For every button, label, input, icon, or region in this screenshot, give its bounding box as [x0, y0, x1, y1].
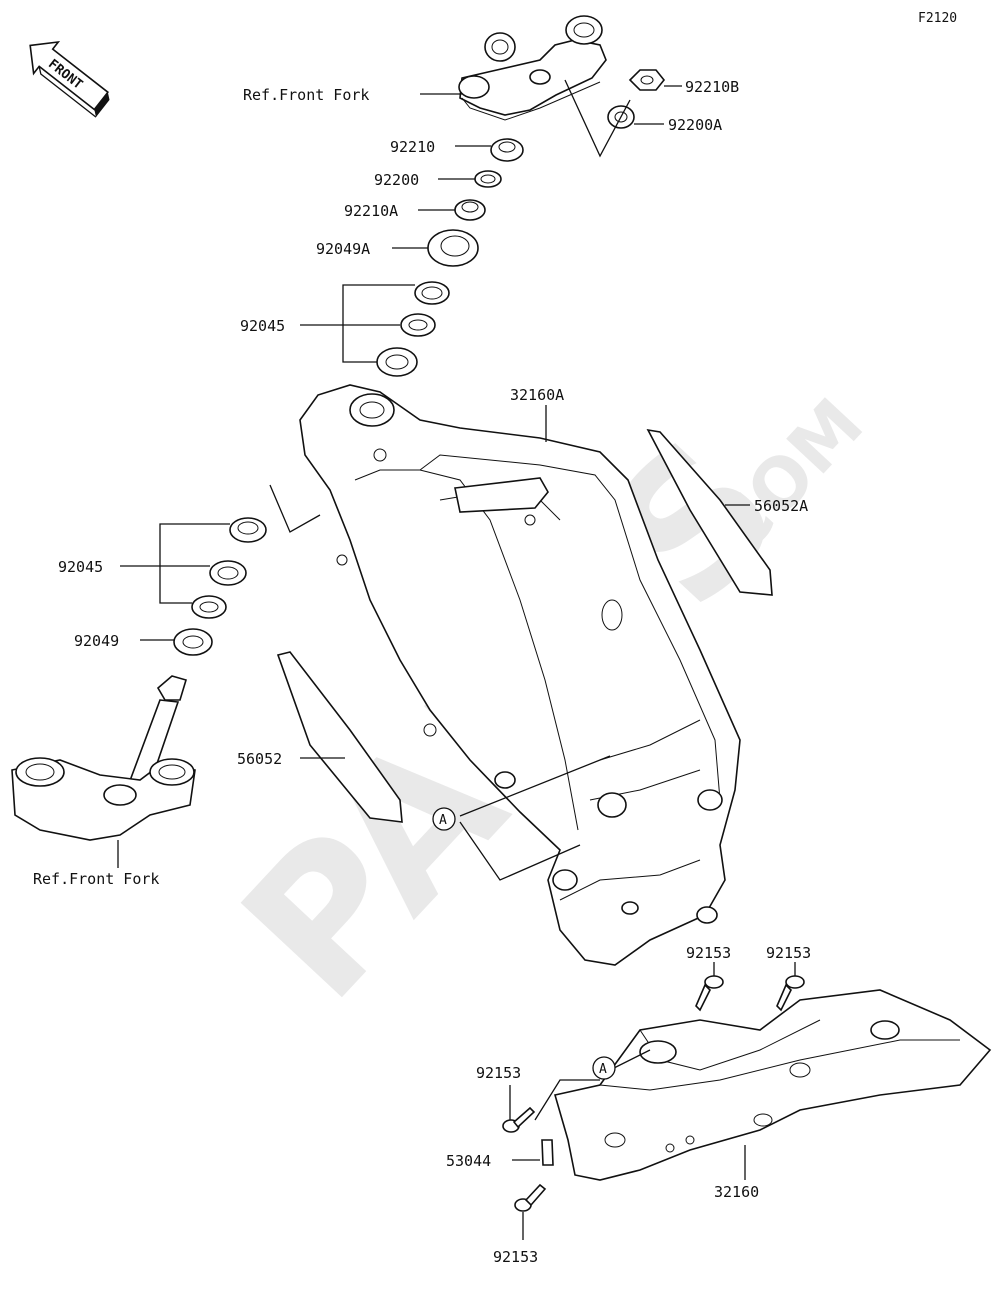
nut-92210B [628, 69, 666, 91]
cover-56052A [646, 428, 773, 596]
cover-56052 [276, 651, 403, 823]
subframe-32160 [553, 989, 992, 1181]
label-32160A: 32160A [510, 386, 564, 404]
nut-92210A [454, 199, 486, 221]
label-ref-front-fork-top: Ref.Front Fork [243, 86, 369, 104]
lower-triple-clamp [11, 675, 196, 841]
bearing-92045-top [376, 281, 450, 377]
label-92200: 92200 [374, 171, 419, 189]
label-ref-front-fork-bottom: Ref.Front Fork [33, 870, 159, 888]
label-92153-b: 92153 [766, 944, 811, 962]
label-92049A: 92049A [316, 240, 370, 258]
front-arrow-icon: FRONT [29, 40, 110, 118]
label-92153-a: 92153 [686, 944, 731, 962]
upper-triple-clamp [458, 15, 607, 121]
washer-92200 [474, 170, 502, 188]
bolt-92153-d [514, 1183, 547, 1212]
callout-a-subframe: A [592, 1056, 616, 1080]
label-92210B: 92210B [685, 78, 739, 96]
seal-92049 [173, 628, 213, 656]
callout-a-frame-text: A [439, 813, 447, 828]
label-56052: 56052 [237, 750, 282, 768]
label-92153-c: 92153 [476, 1064, 521, 1082]
bolt-92153-b [776, 975, 805, 1012]
nut-92210 [490, 138, 524, 162]
label-53044: 53044 [446, 1152, 491, 1170]
label-92210A: 92210A [344, 202, 398, 220]
label-92153-d: 92153 [493, 1248, 538, 1266]
label-92200A: 92200A [668, 116, 722, 134]
label-92045-bottom: 92045 [58, 558, 103, 576]
bearing-92045-bottom [191, 517, 267, 619]
label-92210: 92210 [390, 138, 435, 156]
callout-a-frame: A [432, 807, 456, 831]
bolt-92153-c [502, 1106, 536, 1133]
label-92045-top: 92045 [240, 317, 285, 335]
label-92049: 92049 [74, 632, 119, 650]
pin-53044 [541, 1139, 554, 1166]
label-56052A: 56052A [754, 497, 808, 515]
callout-a-subframe-text: A [599, 1062, 607, 1077]
bolt-92153-a [695, 975, 724, 1012]
label-32160: 32160 [714, 1183, 759, 1201]
leader-lines [117, 79, 796, 1240]
seal-92049A [427, 229, 479, 267]
diagram-code: F2120 [918, 11, 957, 26]
main-frame [299, 384, 741, 966]
